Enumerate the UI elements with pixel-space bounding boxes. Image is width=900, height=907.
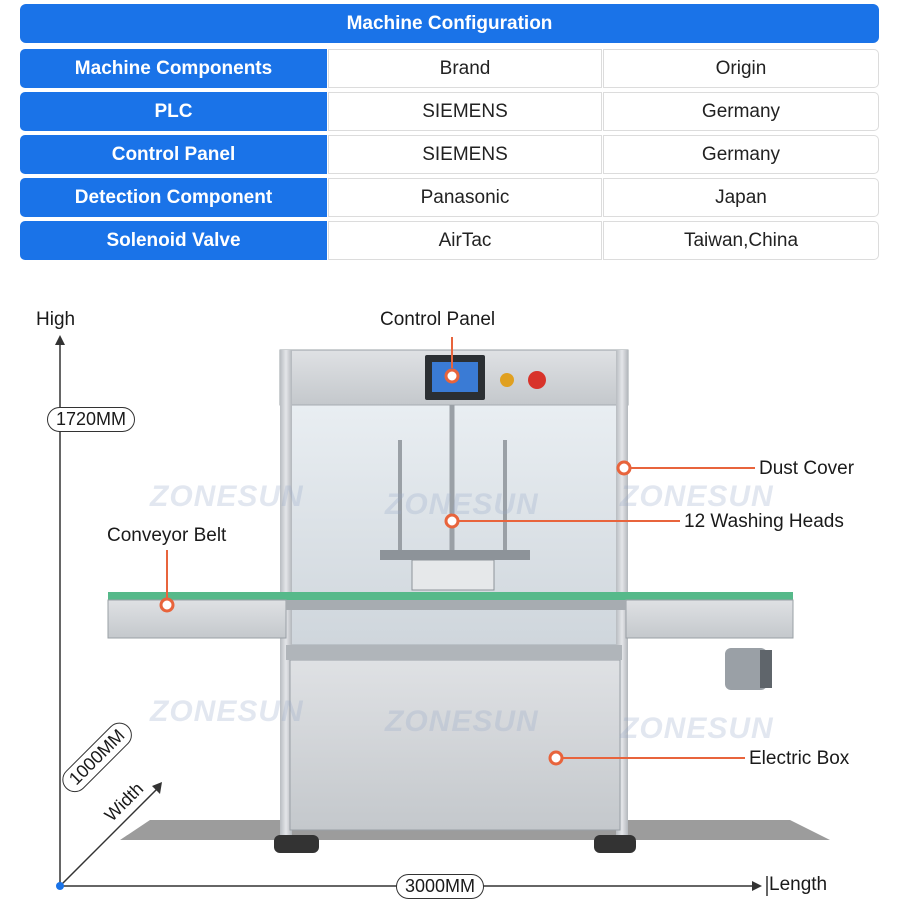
watermark: ZONESUN <box>150 695 304 728</box>
row-brand: AirTac <box>328 221 602 260</box>
header-origin: Origin <box>603 49 879 88</box>
table-row: Detection Component Panasonic Japan <box>20 178 879 217</box>
length-value: 3000MM <box>396 874 485 899</box>
callout-lines <box>159 337 755 766</box>
row-component: PLC <box>20 92 327 131</box>
table-row: Control Panel SIEMENS Germany <box>20 135 879 174</box>
row-origin: Germany <box>603 92 879 131</box>
callout-control-panel: Control Panel <box>380 309 496 330</box>
watermark: ZONESUN <box>620 480 774 513</box>
callout-electric-box: Electric Box <box>749 748 850 769</box>
casters <box>274 835 636 853</box>
row-origin: Japan <box>603 178 879 217</box>
callout-conveyor-belt: Conveyor Belt <box>107 525 227 546</box>
row-component: Solenoid Valve <box>20 221 327 260</box>
row-origin: Germany <box>603 135 879 174</box>
length-axis-label: Length <box>769 874 828 895</box>
watermark: ZONESUN <box>385 705 539 738</box>
table-row: PLC SIEMENS Germany <box>20 92 879 131</box>
motor <box>725 648 772 690</box>
table-header-row: Machine Components Brand Origin <box>20 49 879 88</box>
header-brand: Brand <box>328 49 602 88</box>
watermark: ZONESUN <box>620 712 774 745</box>
row-brand: SIEMENS <box>328 135 602 174</box>
table-row: Solenoid Valve AirTac Taiwan,China <box>20 221 879 260</box>
table-title: Machine Configuration <box>20 4 879 43</box>
conveyor-belt <box>107 592 794 639</box>
row-origin: Taiwan,China <box>603 221 879 260</box>
height-value: 1720MM <box>47 407 136 432</box>
row-component: Detection Component <box>20 178 327 217</box>
row-brand: SIEMENS <box>328 92 602 131</box>
header-components: Machine Components <box>20 49 327 88</box>
callout-washing-heads: 12 Washing Heads <box>684 511 844 532</box>
callout-dust-cover: Dust Cover <box>759 458 855 479</box>
row-component: Control Panel <box>20 135 327 174</box>
height-axis-label: High <box>36 309 76 330</box>
watermark: ZONESUN <box>385 488 539 521</box>
watermark: ZONESUN <box>150 480 304 513</box>
row-brand: Panasonic <box>328 178 602 217</box>
